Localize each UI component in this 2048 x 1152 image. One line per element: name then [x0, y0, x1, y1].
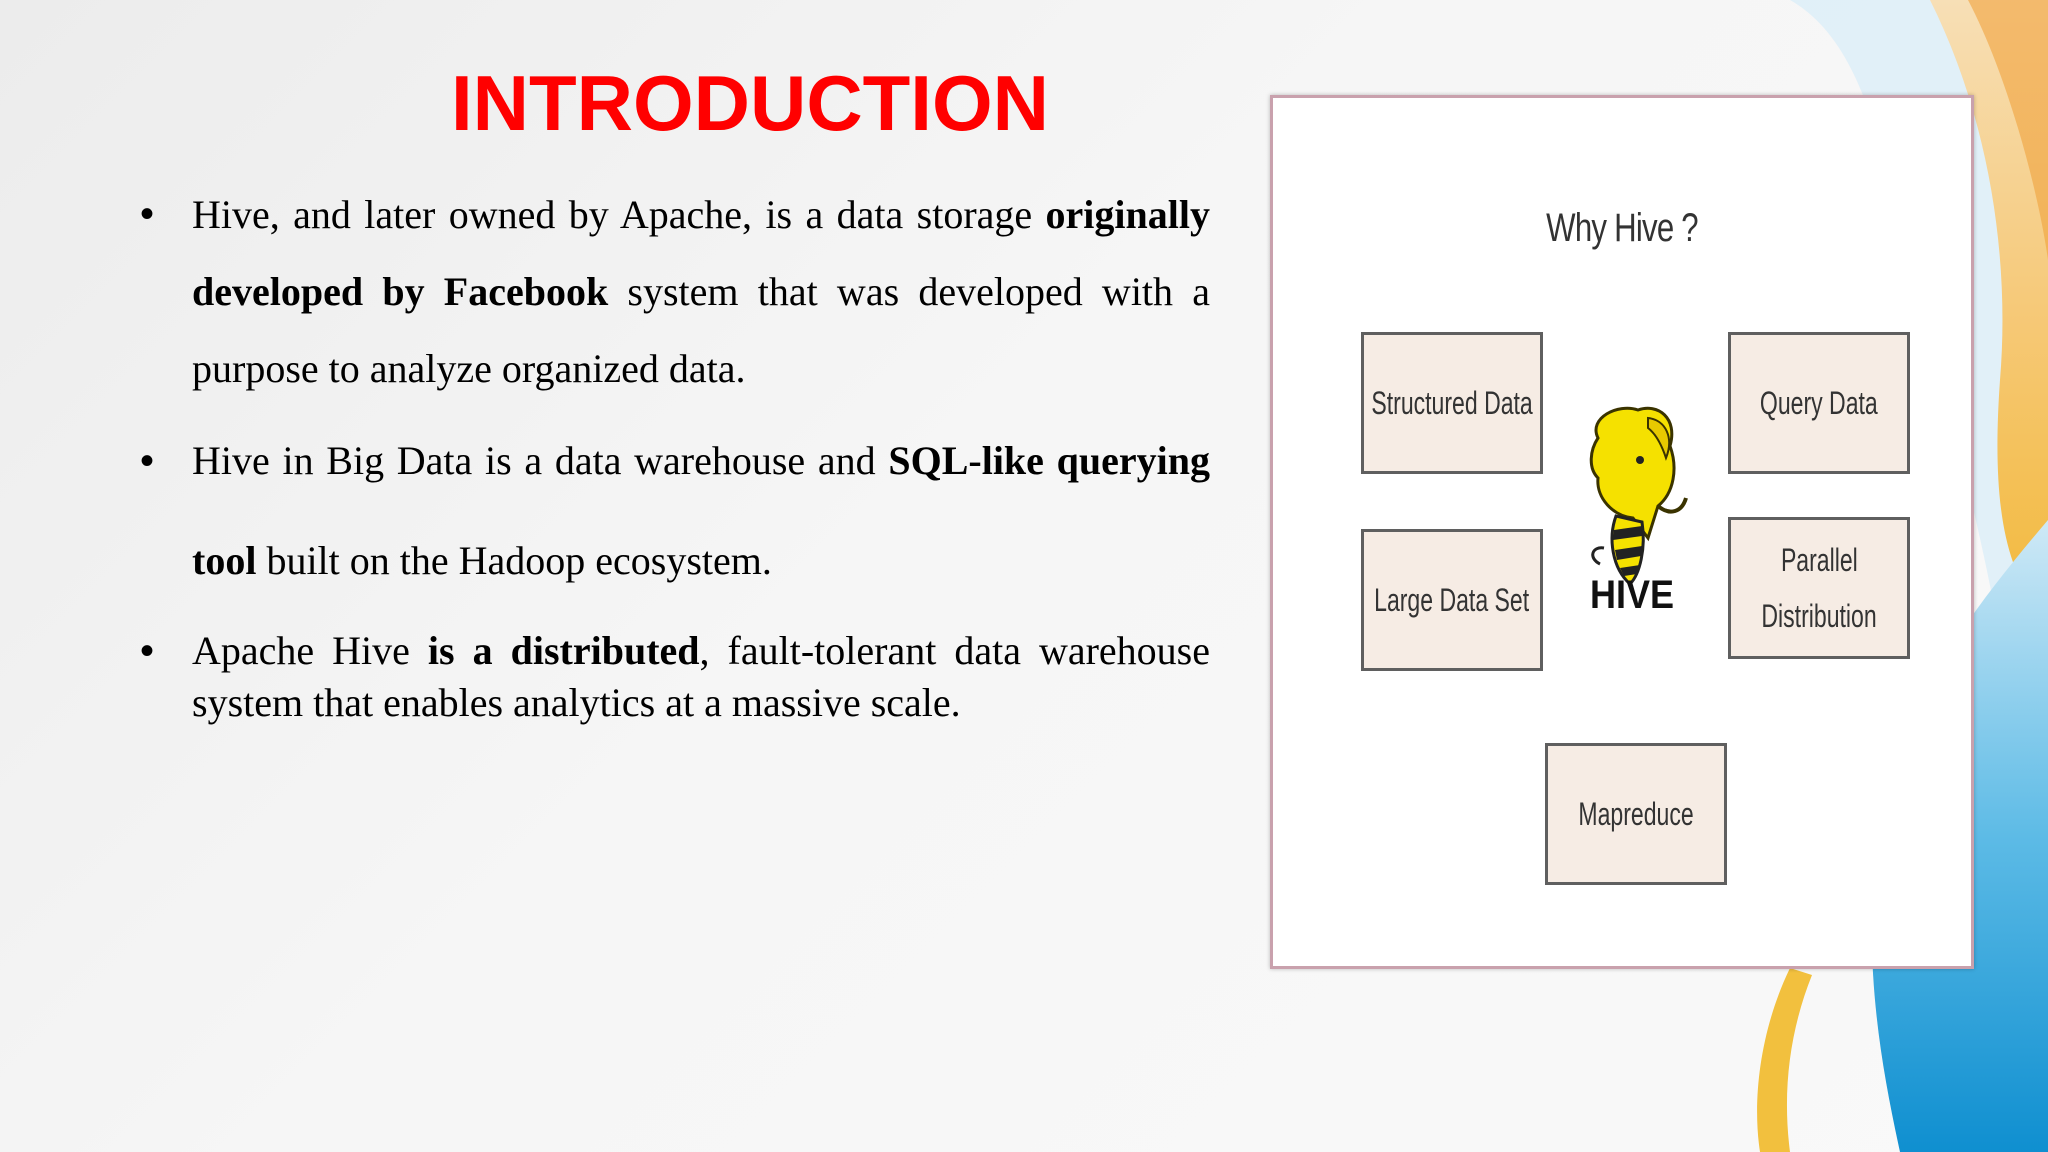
large-data-set-box: Large Data Set: [1361, 529, 1543, 671]
box-label: Structured Data: [1371, 385, 1533, 421]
parallel-distribution-box: Parallel Distribution: [1728, 517, 1910, 659]
bullet-bold-segment: is a distributed: [427, 628, 700, 673]
bullet-text-segment: Apache Hive: [192, 628, 428, 673]
bullet-marker: •: [140, 629, 155, 673]
bullet-item: • Hive in Big Data is a data warehouse a…: [140, 411, 1210, 611]
box-label: Query Data: [1760, 385, 1878, 421]
bullet-bold-segment: SQL-like querying tool: [192, 438, 1210, 583]
bullet-marker: •: [140, 439, 155, 483]
box-label: Distribution: [1761, 598, 1877, 634]
bullet-text-segment: Hive in Big Data is a data warehouse and: [192, 438, 889, 483]
bullet-text-segment: Hive, and later owned by Apache, is a da…: [192, 192, 1046, 237]
box-label: Mapreduce: [1578, 796, 1694, 832]
box-label: Large Data Set: [1374, 582, 1530, 618]
bullet-item: • Hive, and later owned by Apache, is a …: [140, 176, 1210, 407]
query-data-box: Query Data: [1728, 332, 1910, 474]
bullet-text-segment: , fault-tolerant data warehouse system t…: [192, 628, 1211, 725]
bullet-list: • Hive, and later owned by Apache, is a …: [140, 176, 1210, 729]
slide-title: INTRODUCTION: [451, 59, 1049, 147]
bullet-bold-segment: originally developed by Facebook: [192, 192, 1210, 314]
hive-logo-icon: HIVE: [1589, 406, 1688, 617]
hive-logo-text: HIVE: [1590, 573, 1674, 617]
figure-title: Why Hive ?: [1546, 206, 1698, 250]
bullet-marker: •: [140, 192, 155, 236]
box-label: Parallel: [1780, 542, 1858, 578]
bullet-text-segment: built on the Hadoop ecosystem.: [256, 538, 772, 583]
mapreduce-box: Mapreduce: [1545, 743, 1727, 885]
structured-data-box: Structured Data: [1361, 332, 1543, 474]
bullet-text-segment: system that was developed with a purpose…: [192, 269, 1211, 391]
bullet-item: • Apache Hive is a distributed, fault-to…: [140, 625, 1210, 729]
why-hive-figure: Why Hive ? Structured Data Query Data La…: [1270, 95, 1974, 969]
